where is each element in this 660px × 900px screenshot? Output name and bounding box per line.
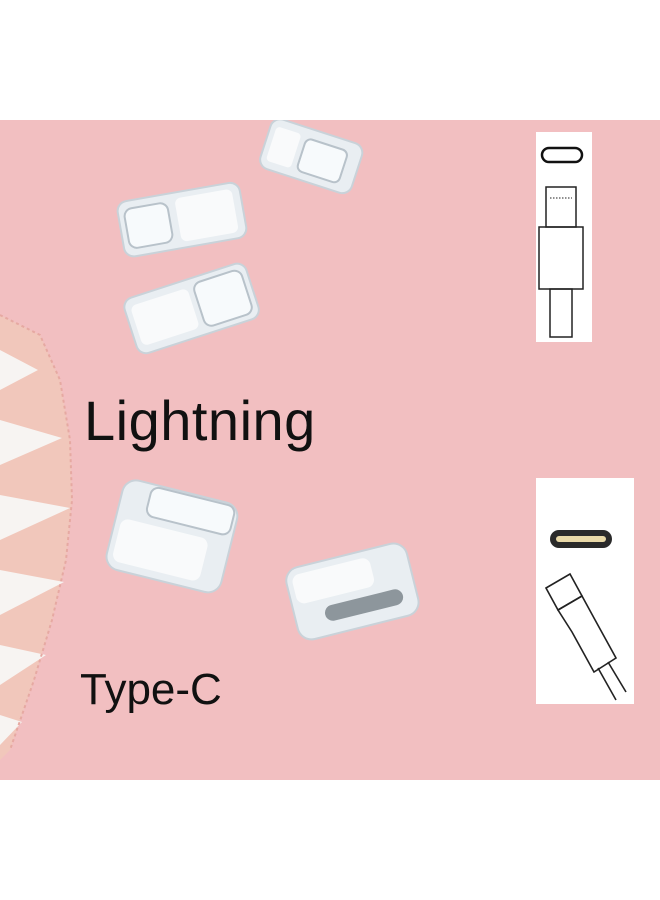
typec-plug-clear bbox=[105, 479, 239, 594]
lightning-plug-clear bbox=[123, 262, 260, 355]
typec-label: Type-C bbox=[80, 665, 222, 714]
product-photo: Lightning Type-C bbox=[0, 120, 660, 780]
typec-plug-clear bbox=[285, 542, 420, 641]
usb-c-port-icon bbox=[540, 146, 584, 164]
lightning-plug-clear bbox=[116, 181, 248, 258]
typec-diagram-card bbox=[536, 478, 634, 704]
lightning-diagram-card bbox=[536, 132, 592, 342]
lightning-label: Lightning bbox=[84, 389, 316, 452]
paper-fan-decoration bbox=[0, 314, 74, 760]
scene-illustration bbox=[0, 120, 420, 760]
usb-c-cable-icon bbox=[544, 530, 627, 701]
lightning-plug-clear bbox=[259, 120, 364, 195]
lightning-cable-icon bbox=[538, 146, 584, 338]
